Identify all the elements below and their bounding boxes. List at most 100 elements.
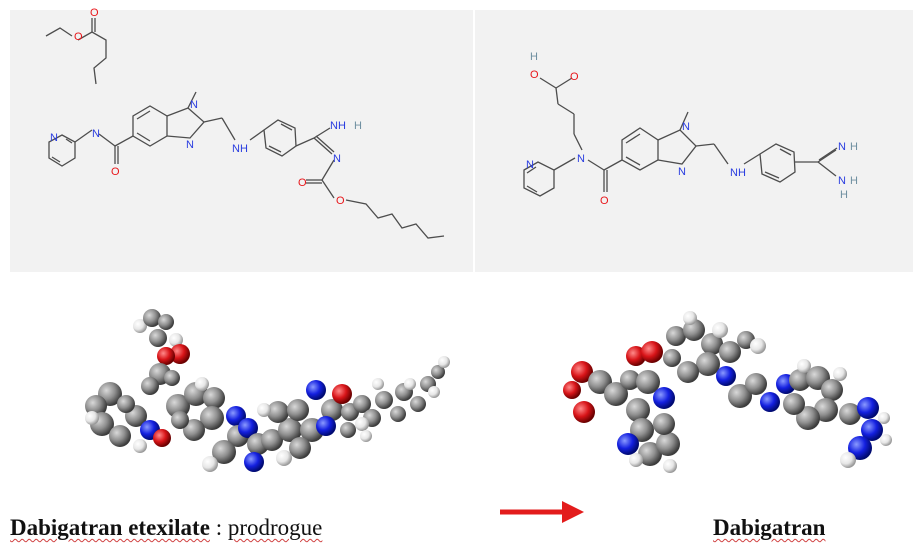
atom-label-h: H [840,189,848,201]
carbon-atom-sphere [353,395,371,413]
prodrug-name: Dabigatran etexilate [10,515,210,540]
carbon-atom-sphere [745,373,767,395]
nitrogen-atom-sphere [861,419,883,441]
carbon-atom-sphere [701,333,723,355]
carbon-atom-sphere [212,440,236,464]
nitrogen-atom-sphere [617,433,639,455]
hydrogen-atom-sphere [683,311,697,325]
nitrogen-atom-sphere [244,452,264,472]
carbon-atom-sphere [630,418,654,442]
atom-label-n: N [577,153,585,165]
nitrogen-atom-sphere [653,387,675,409]
carbon-atom-sphere [638,442,662,466]
hydrogen-atom-sphere [880,434,892,446]
carbon-atom-sphere [728,384,752,408]
caption-prodrug: Dabigatran etexilate : prodrogue [10,515,322,541]
oxygen-atom-sphere [170,344,190,364]
carbon-atom-sphere [261,429,283,451]
carbon-atom-sphere [653,413,675,435]
carbon-atom-sphere [200,406,224,430]
carbon-atom-sphere [203,387,225,409]
carbon-atom-sphere [267,401,289,423]
nitrogen-atom-sphere [857,397,879,419]
atom-label-o: O [74,31,83,43]
atom-label-n: N [333,153,341,165]
hydrogen-atom-sphere [712,322,728,338]
space-filling-model-dabigatran [563,311,892,473]
carbon-atom-sphere [375,391,393,409]
atom-label-h: H [850,175,858,187]
oxygen-atom-sphere [571,361,593,383]
carbon-atom-sphere [814,398,838,422]
atom-label-o: O [530,69,539,81]
carbon-atom-sphere [143,309,161,327]
carbon-atom-sphere [410,396,426,412]
carbon-atom-sphere [620,370,640,390]
hydrogen-atom-sphere [797,359,811,373]
hydrogen-atom-sphere [202,456,218,472]
hydrogen-atom-sphere [833,367,847,381]
oxygen-atom-sphere [153,429,171,447]
hydrogen-atom-sphere [372,378,384,390]
hydrogen-atom-sphere [629,453,643,467]
atom-label-n: N [526,159,534,171]
nitrogen-atom-sphere [848,436,872,460]
nitrogen-atom-sphere [716,366,736,386]
hydrogen-atom-sphere [750,338,766,354]
atom-label-o: O [570,71,579,83]
carbon-atom-sphere [626,398,650,422]
atom-label-o: O [111,166,120,178]
atom-label-o: O [298,177,307,189]
oxygen-atom-sphere [641,341,663,363]
atom-label-n: N [682,121,690,133]
atom-label-nh: NH [330,120,346,132]
structure-panel-drug [475,10,913,272]
carbon-atom-sphere [390,406,406,422]
hydrogen-atom-sphere [360,430,372,442]
oxygen-atom-sphere [573,401,595,423]
atom-label-h: H [850,141,858,153]
carbon-atom-sphere [164,370,180,386]
carbon-atom-sphere [663,349,681,367]
carbon-atom-sphere [666,326,686,346]
carbon-atom-sphere [821,379,843,401]
carbon-atom-sphere [656,432,680,456]
oxygen-atom-sphere [626,346,646,366]
carbon-atom-sphere [431,365,445,379]
space-filling-model-dabigatran-etexilate [85,309,450,472]
carbon-atom-sphere [719,341,741,363]
hydrogen-atom-sphere [133,319,147,333]
atom-label-n: N [92,128,100,140]
hydrogen-atom-sphere [133,439,147,453]
nitrogen-atom-sphere [316,416,336,436]
carbon-atom-sphere [636,370,660,394]
oxygen-atom-sphere [157,347,175,365]
atom-label-nh: NH [730,167,746,179]
atom-label-n: N [50,132,58,144]
atom-label-nh: NH [232,143,248,155]
carbon-atom-sphere [117,395,135,413]
carbon-atom-sphere [340,422,356,438]
hydrogen-atom-sphere [355,417,369,431]
structure-panel-prodrug [10,10,473,272]
hydrogen-atom-sphere [85,411,99,425]
hydrogen-atom-sphere [438,356,450,368]
hydrogen-atom-sphere [878,412,890,424]
atom-label-n: N [190,99,198,111]
hydrogen-atom-sphere [276,450,292,466]
atom-label-o: O [600,195,609,207]
caption-drug: Dabigatran [713,515,825,541]
carbon-atom-sphere [289,437,311,459]
carbon-atom-sphere [796,406,820,430]
hydrogen-atom-sphere [428,386,440,398]
hydrogen-atom-sphere [257,403,271,417]
nitrogen-atom-sphere [760,392,780,412]
carbon-atom-sphere [696,352,720,376]
atom-label-n: N [678,166,686,178]
drug-name: Dabigatran [713,515,826,540]
carbon-atom-sphere [604,382,628,406]
hydrogen-atom-sphere [195,377,209,391]
carbon-atom-sphere [321,399,343,421]
